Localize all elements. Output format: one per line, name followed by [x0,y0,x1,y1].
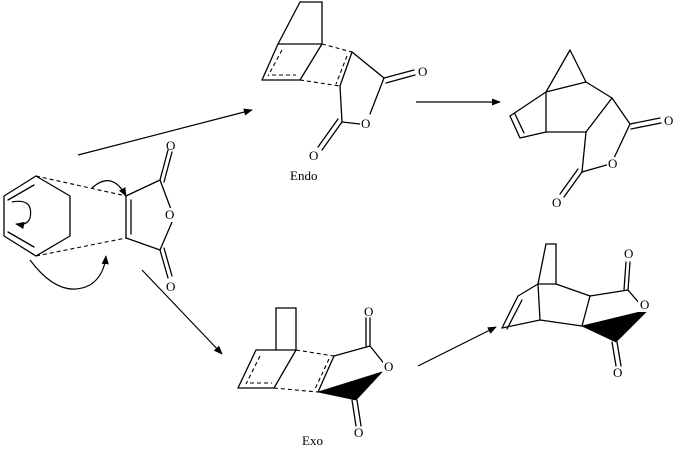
exo-product: O O O [501,243,652,380]
curved-arrow-icon [11,200,32,229]
oxygen-atom-label: O [361,116,370,131]
oxygen-atom-label: O [364,304,373,319]
forming-bond-top [35,175,127,197]
oxygen-atom-label: O [608,156,617,171]
oxygen-atom-label: O [166,138,175,153]
oxygen-atom-label: O [166,279,175,294]
oxygen-atom-label: O [624,246,633,261]
curved-arrow-icon [29,255,109,290]
endo-product: O O O [509,49,673,210]
exo-label: Exo [302,433,323,448]
reaction-arrow-to-endo [77,108,253,156]
exo-transition-state: O O O [237,304,397,440]
endo-label: Endo [290,168,317,183]
oxygen-atom-label: O [552,195,561,210]
reactant-maleic-anhydride: O O O [125,138,178,294]
curved-arrow-icon [91,180,127,197]
oxygen-atom-label: O [384,359,393,374]
oxygen-atom-label: O [309,148,318,163]
oxygen-atom-label: O [354,425,363,440]
reactant-diene-cyclohexadiene [3,175,71,257]
reaction-arrow-to-exo [141,269,223,355]
reaction-arrow-exo-to-product [417,326,497,367]
oxygen-atom-label: O [664,113,673,128]
oxygen-atom-label: O [613,365,622,380]
oxygen-atom-label: O [418,64,427,79]
oxygen-atom-label: O [165,207,174,222]
endo-transition-state: O O O [261,1,427,163]
forming-bond-bottom [35,237,127,257]
oxygen-atom-label: O [640,297,649,312]
